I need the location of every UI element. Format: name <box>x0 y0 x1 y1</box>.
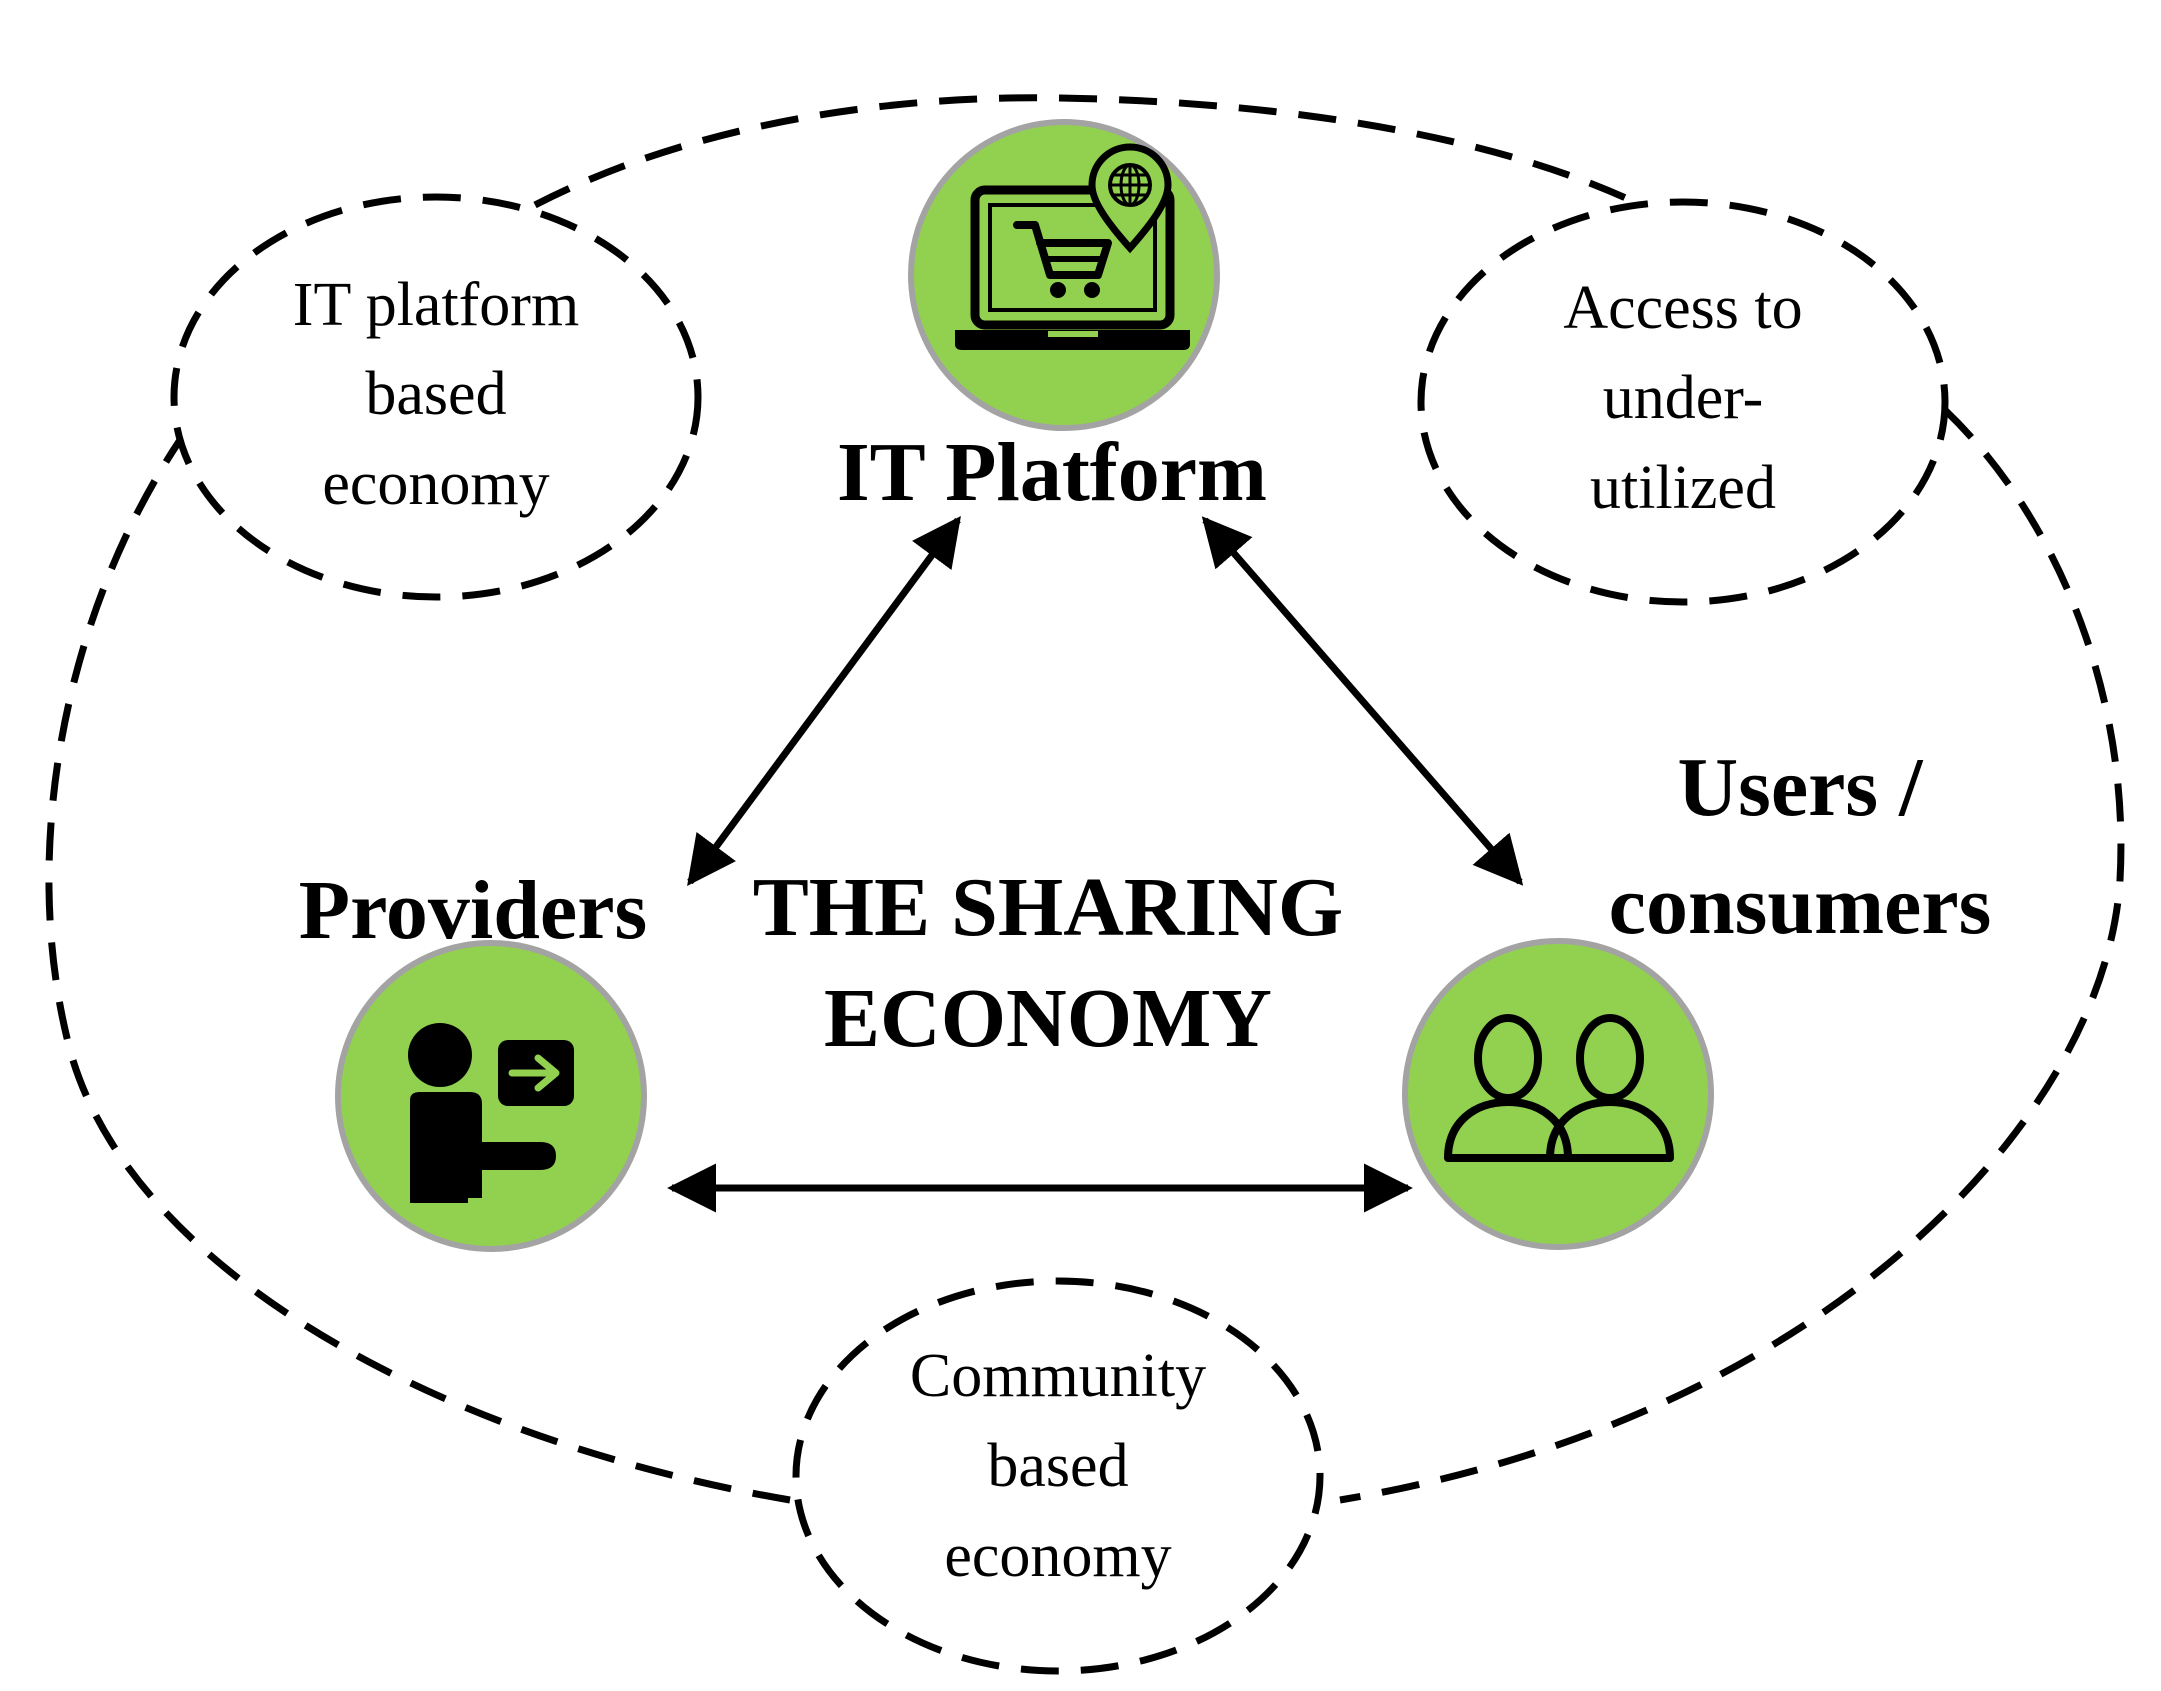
bubble-community-line1: Community <box>910 1342 1206 1410</box>
node-it-platform: IT Platform <box>837 119 1267 519</box>
platform-label: IT Platform <box>837 426 1267 519</box>
bubble-it-platform-line2: based <box>365 360 506 428</box>
arrow-platform-users <box>1201 516 1524 886</box>
bubble-community-line3: economy <box>944 1522 1171 1590</box>
bubble-it-platform-line1: IT platform <box>293 271 579 339</box>
center-title-line2: ECONOMY <box>824 972 1272 1065</box>
users-icon-circle <box>1402 938 1714 1250</box>
bubble-it-platform-line3: economy <box>322 450 549 518</box>
arrow-providers-platform <box>687 516 961 886</box>
person-presenting-icon <box>408 1023 574 1203</box>
bubble-it-platform-economy: IT platform based economy <box>170 193 702 601</box>
center-title-line1: THE SHARING <box>753 861 1343 954</box>
connection-arrows <box>667 516 1524 1213</box>
bubble-community-line2: based <box>987 1432 1128 1500</box>
node-providers: Providers <box>299 864 647 1252</box>
providers-icon-circle <box>335 940 647 1252</box>
center-title: THE SHARING ECONOMY <box>753 861 1343 1065</box>
outer-boundary <box>45 94 2125 1504</box>
bubble-access-line2: under- <box>1603 364 1764 432</box>
node-users: Users / consumers <box>1402 741 1992 1250</box>
bubble-access: Access to under- utilized <box>1417 198 1949 606</box>
laptop-shopping-cart-icon <box>955 143 1190 350</box>
bubble-access-line1: Access to <box>1563 274 1802 342</box>
bubble-access-line3: utilized <box>1590 454 1776 522</box>
users-label-line1: Users / <box>1678 741 1925 834</box>
bubble-community: Community based economy <box>792 1277 1324 1675</box>
users-group-icon <box>1444 1014 1674 1162</box>
users-label-line2: consumers <box>1609 859 1992 952</box>
